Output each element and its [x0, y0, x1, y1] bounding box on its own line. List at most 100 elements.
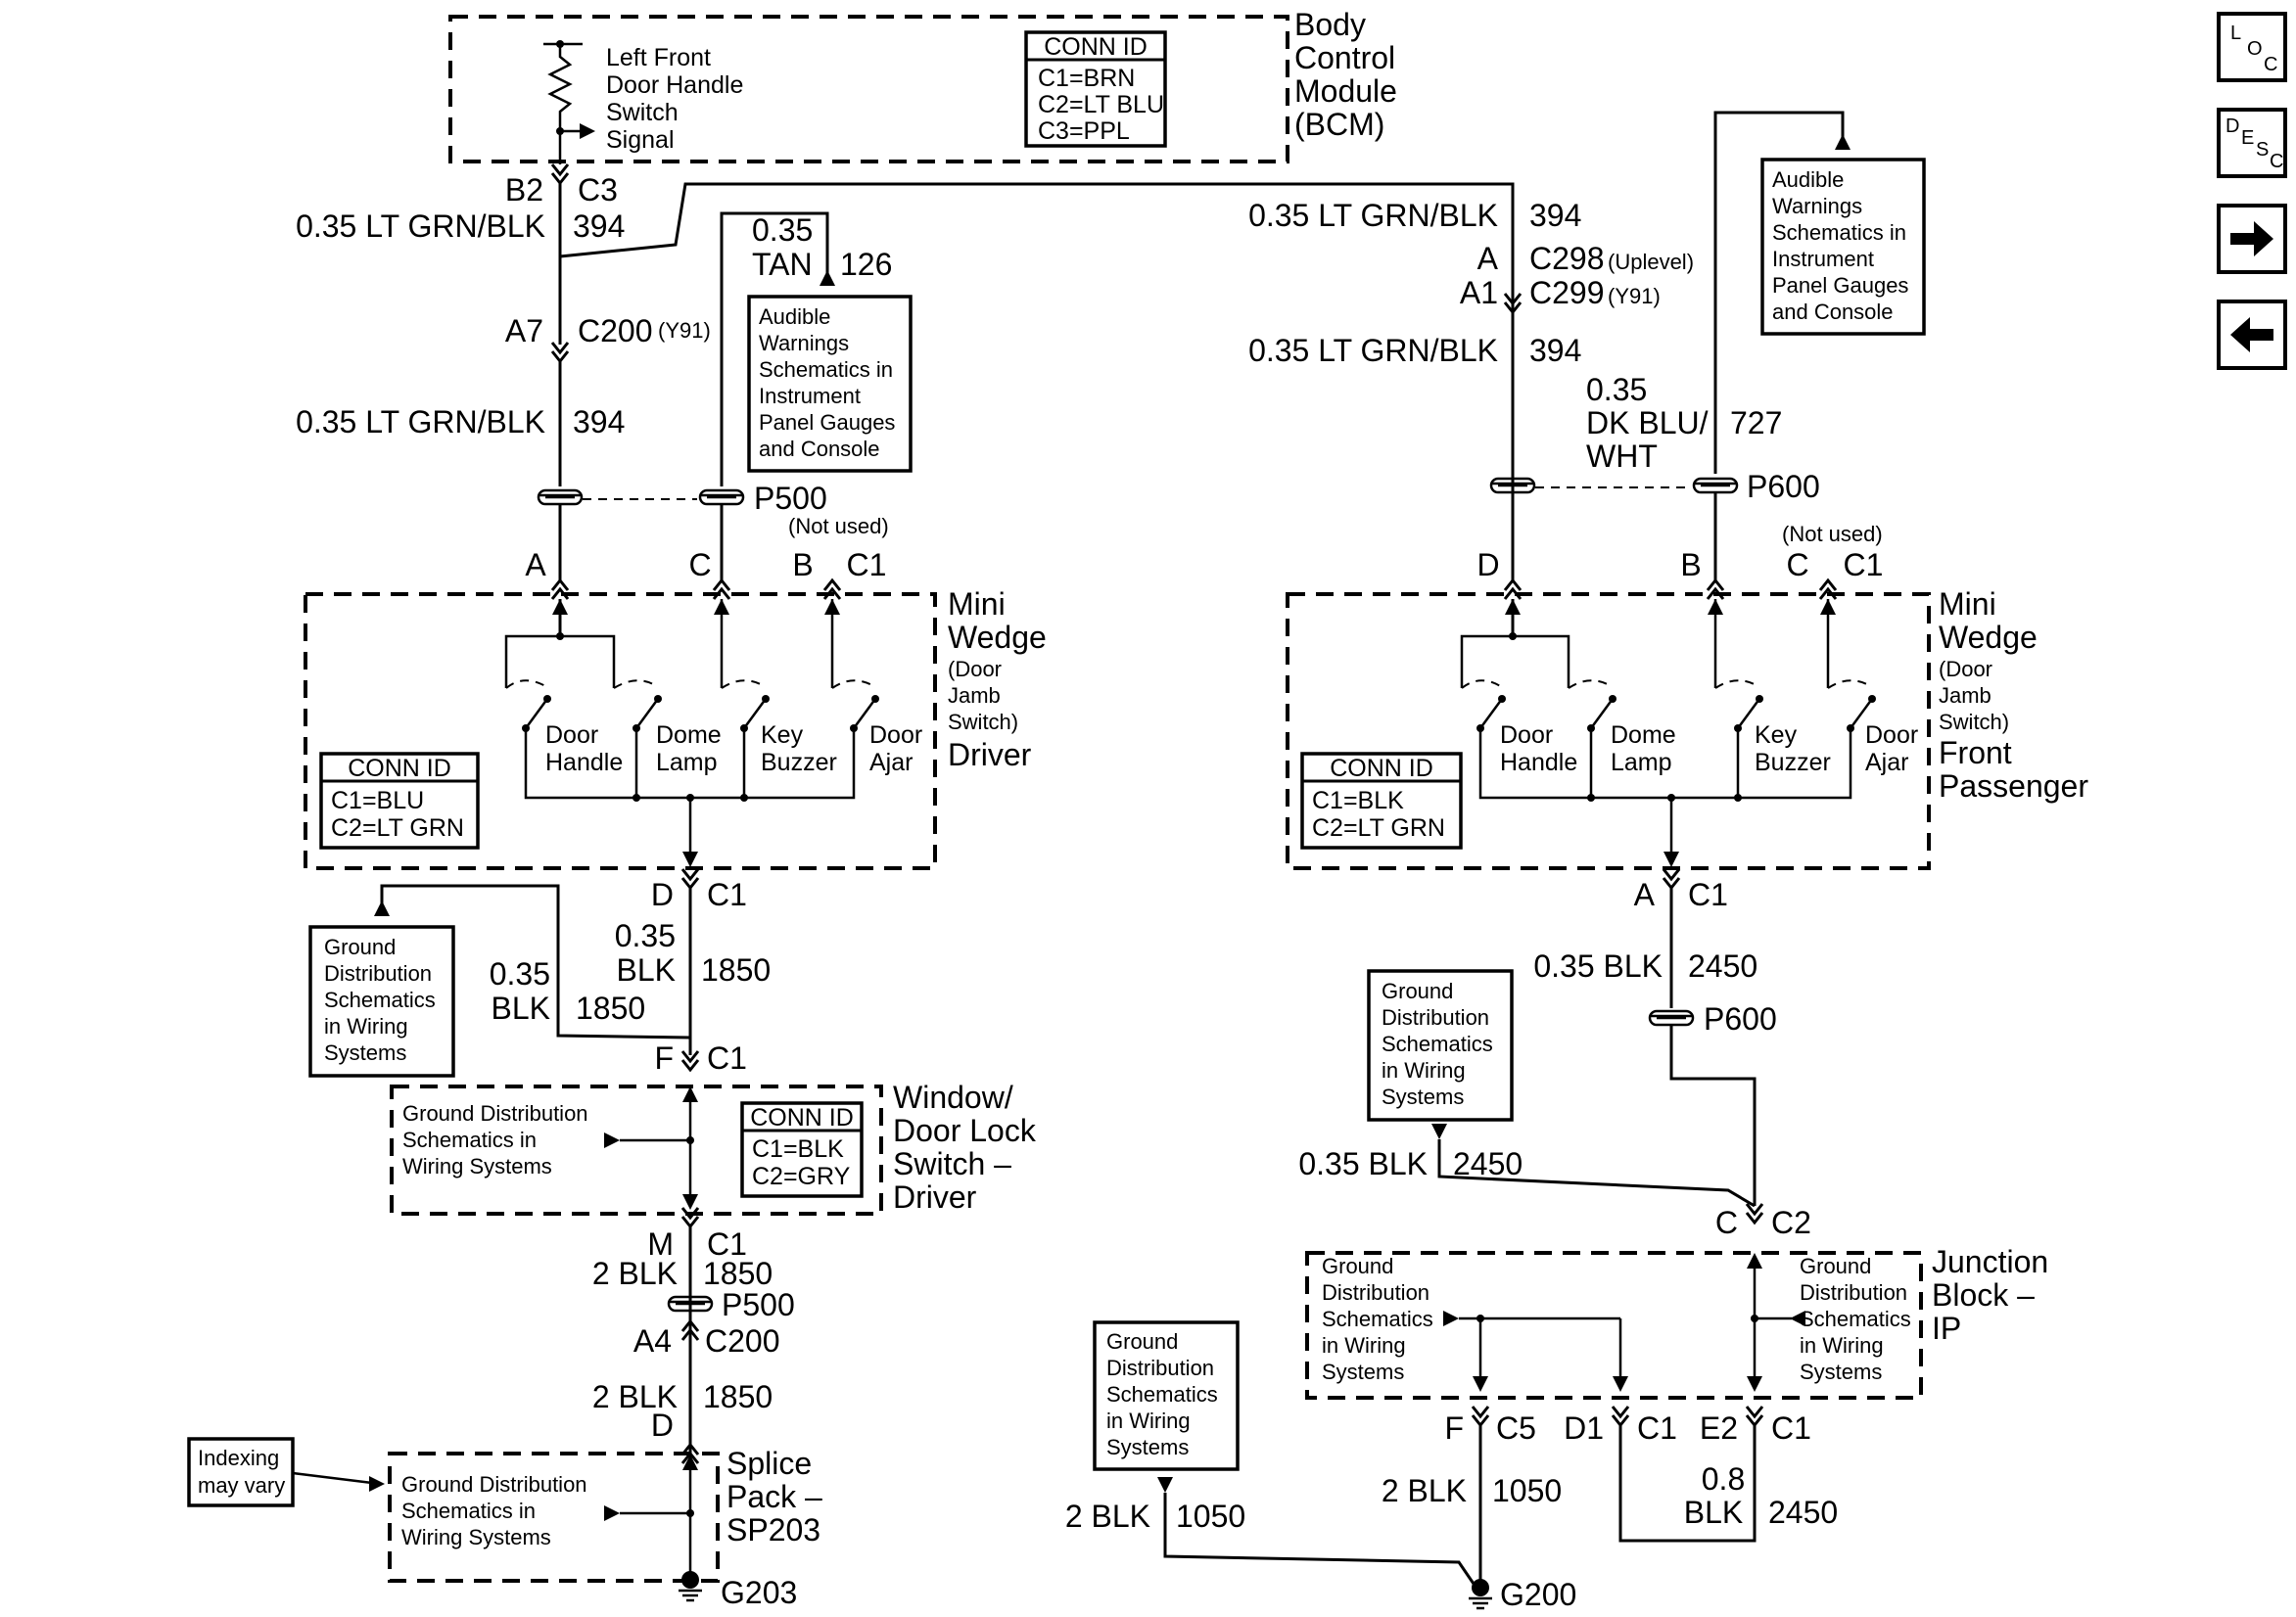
svg-text:Audible: Audible [1772, 167, 1844, 192]
svg-text:Schematics: Schematics [1106, 1382, 1218, 1407]
svg-text:C200: C200 [705, 1323, 780, 1359]
svg-text:2450: 2450 [1768, 1495, 1838, 1530]
svg-text:Schematics in: Schematics in [1772, 220, 1906, 245]
svg-text:BLK: BLK [617, 952, 676, 988]
ground-dist-ref-3: Ground Distribution Schematics in Wiring… [1093, 1320, 1240, 1471]
bcm-module: Body Control Module (BCM) Left Front Doo… [448, 7, 1397, 164]
svg-text:P600: P600 [1747, 469, 1820, 504]
svg-text:CONN ID: CONN ID [348, 755, 451, 782]
svg-text:B2: B2 [505, 172, 543, 208]
svg-text:Wiring Systems: Wiring Systems [401, 1525, 551, 1549]
svg-text:C1: C1 [1771, 1410, 1811, 1446]
description-button[interactable]: D E S C [2217, 108, 2287, 178]
svg-text:C: C [1715, 1205, 1738, 1240]
svg-text:C2=LT GRN: C2=LT GRN [331, 814, 464, 842]
svg-text:Ground: Ground [1382, 979, 1453, 1003]
passenger-circuit: 0.35 LT GRN/BLK 394 A C298 (Uplevel) A1 … [1248, 111, 1926, 601]
svg-text:Key: Key [1755, 721, 1798, 749]
passenger-ground-path: A C1 0.35 BLK 2450 P600 Ground Distribut… [1298, 867, 1811, 1240]
svg-text:and Console: and Console [759, 437, 880, 461]
svg-text:394: 394 [1529, 333, 1581, 368]
svg-text:and Console: and Console [1772, 300, 1894, 324]
svg-text:C1: C1 [707, 1226, 747, 1262]
svg-text:Mini: Mini [1939, 586, 1996, 622]
indexing-note: Indexing may vary [187, 1437, 295, 1507]
svg-text:B: B [792, 547, 813, 582]
svg-text:(BCM): (BCM) [1294, 107, 1384, 142]
svg-text:C: C [688, 547, 711, 582]
svg-text:1050: 1050 [1176, 1499, 1245, 1534]
loc-letter-o: O [2247, 38, 2263, 60]
svg-text:D: D [651, 877, 674, 912]
svg-text:in Wiring: in Wiring [1106, 1409, 1191, 1433]
svg-text:Key: Key [761, 721, 804, 749]
svg-text:(Uplevel): (Uplevel) [1608, 250, 1694, 274]
svg-text:IP: IP [1932, 1311, 1961, 1346]
svg-text:F: F [654, 1040, 674, 1076]
svg-text:Door: Door [1865, 721, 1918, 749]
svg-text:P500: P500 [722, 1287, 795, 1322]
location-button[interactable]: L O C [2217, 12, 2287, 82]
driver-ground-path: D C1 0.35 BLK 1850 Ground Distribution S… [308, 867, 771, 1078]
svg-text:0.35 LT GRN/BLK: 0.35 LT GRN/BLK [296, 404, 545, 439]
svg-text:2450: 2450 [1453, 1146, 1523, 1181]
svg-text:0.35 BLK: 0.35 BLK [1298, 1146, 1428, 1181]
svg-text:Systems: Systems [324, 1040, 406, 1065]
svg-text:Panel Gauges: Panel Gauges [1772, 273, 1908, 298]
svg-text:1850: 1850 [701, 952, 771, 988]
svg-text:CONN ID: CONN ID [750, 1104, 854, 1132]
svg-text:Schematics: Schematics [324, 988, 436, 1012]
svg-text:C1=BLK: C1=BLK [1312, 787, 1404, 814]
svg-text:Switch –: Switch – [893, 1146, 1011, 1181]
svg-text:Audible: Audible [759, 304, 830, 329]
svg-text:1850: 1850 [576, 991, 645, 1026]
previous-page-button[interactable] [2217, 300, 2287, 370]
svg-text:BLK: BLK [1684, 1495, 1743, 1530]
svg-text:Systems: Systems [1106, 1435, 1189, 1459]
svg-text:Door: Door [1500, 721, 1553, 749]
svg-text:2 BLK: 2 BLK [592, 1256, 678, 1291]
svg-text:C1: C1 [1688, 877, 1728, 912]
loc-letter-c: C [2264, 54, 2278, 75]
svg-text:Distribution: Distribution [1382, 1005, 1489, 1030]
svg-text:Systems: Systems [1800, 1360, 1882, 1384]
svg-text:Switch: Switch [606, 99, 679, 126]
bcm-conn-id: CONN ID C1=BRN C2=LT BLU C3=PPL [1024, 30, 1167, 148]
svg-text:A: A [1477, 241, 1499, 276]
svg-text:2450: 2450 [1688, 948, 1757, 984]
desc-letter-s: S [2256, 139, 2270, 161]
svg-text:P600: P600 [1704, 1001, 1777, 1037]
svg-text:Switch): Switch) [948, 710, 1018, 734]
driver-splice-path: M C1 2 BLK 1850 P500 A4 C200 2 BLK 1850 … [187, 1206, 795, 1507]
svg-text:Passenger: Passenger [1939, 768, 2088, 804]
wire-394-crossover [559, 182, 1515, 341]
svg-text:Buzzer: Buzzer [761, 749, 837, 776]
svg-text:Warnings: Warnings [1772, 194, 1862, 218]
svg-text:Mini: Mini [948, 586, 1006, 622]
svg-text:Jamb: Jamb [948, 683, 1001, 708]
svg-text:0.35: 0.35 [752, 212, 813, 248]
svg-text:Schematics: Schematics [1322, 1307, 1433, 1331]
svg-text:WHT: WHT [1586, 439, 1658, 474]
junction-block-ip: Junction Block – IP Ground Distribution … [1305, 1244, 2048, 1400]
svg-text:2 BLK: 2 BLK [1382, 1473, 1467, 1508]
svg-text:C200: C200 [578, 313, 653, 348]
svg-text:C1=BRN: C1=BRN [1038, 65, 1135, 92]
next-page-button[interactable] [2217, 204, 2287, 274]
svg-text:126: 126 [840, 247, 892, 282]
svg-text:C299: C299 [1529, 275, 1605, 310]
window-conn-id: CONN ID C1=BLK C2=GRY [740, 1101, 864, 1198]
svg-text:Ground Distribution: Ground Distribution [401, 1472, 587, 1497]
svg-text:0.35: 0.35 [1586, 372, 1647, 407]
svg-text:M: M [647, 1226, 674, 1262]
svg-text:394: 394 [573, 208, 625, 244]
svg-text:Splice: Splice [726, 1446, 812, 1481]
svg-text:(Y91): (Y91) [658, 318, 711, 343]
svg-text:Dome: Dome [656, 721, 722, 749]
svg-text:0.35 LT GRN/BLK: 0.35 LT GRN/BLK [1248, 333, 1498, 368]
svg-text:1850: 1850 [703, 1379, 773, 1414]
svg-text:D: D [651, 1408, 674, 1443]
arrow-left-icon [2230, 317, 2273, 352]
svg-text:G203: G203 [721, 1575, 797, 1610]
svg-text:(Door: (Door [1939, 657, 1992, 681]
